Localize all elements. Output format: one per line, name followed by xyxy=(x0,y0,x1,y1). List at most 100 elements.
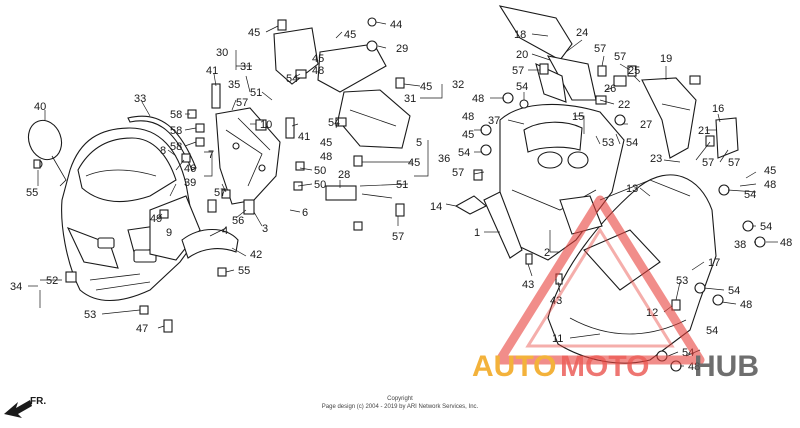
part-number: 57 xyxy=(702,157,714,169)
part-number: 41 xyxy=(298,131,310,143)
part-number: 1 xyxy=(474,227,480,239)
copyright-text: Page design (c) 2004 - 2019 by ARI Netwo… xyxy=(322,404,479,410)
part-number: 42 xyxy=(250,249,262,261)
part-number: 10 xyxy=(260,119,272,131)
part-number-labels: 40 55 33 58 58 58 8 7 46 39 49 9 34 52 5… xyxy=(10,19,792,373)
part-number: 54 xyxy=(626,137,638,149)
watermark-text-hub: HUB xyxy=(694,350,759,383)
part-number: 3 xyxy=(262,223,268,235)
part-number: 58 xyxy=(170,109,182,121)
part-number: 7 xyxy=(208,149,214,161)
part-number: 54 xyxy=(286,73,298,85)
part-number: 27 xyxy=(640,119,652,131)
cowl-stay-bracket xyxy=(215,107,281,205)
under-cowl xyxy=(547,174,717,364)
part-number: 23 xyxy=(650,153,662,165)
part-number: 48 xyxy=(740,299,752,311)
part-number: 41 xyxy=(206,65,218,77)
part-number: 58 xyxy=(170,125,182,137)
part-number: 55 xyxy=(26,187,38,199)
part-number: 13 xyxy=(626,183,638,195)
watermark-logo: AUTO MOTO HUB xyxy=(472,195,759,383)
part-number: 57 xyxy=(614,51,626,63)
part-number: 31 xyxy=(240,61,252,73)
part-number: 4 xyxy=(222,225,228,237)
part-number: 5 xyxy=(416,137,422,149)
lower-bracket-right xyxy=(641,77,739,159)
part-number: 2 xyxy=(544,247,550,259)
copyright-title: Copyright xyxy=(387,396,413,402)
part-number: 51 xyxy=(250,87,262,99)
front-direction-label: FR. xyxy=(30,396,46,407)
front-arrow-icon xyxy=(4,400,32,418)
part-number: 39 xyxy=(184,177,196,189)
part-number: 36 xyxy=(438,153,450,165)
part-number: 50 xyxy=(314,165,326,177)
part-number: 53 xyxy=(84,309,96,321)
part-number: 57 xyxy=(452,167,464,179)
part-number: 57 xyxy=(728,157,740,169)
part-number: 29 xyxy=(396,43,408,55)
part-number: 45 xyxy=(248,27,260,39)
part-number: 56 xyxy=(232,215,244,227)
part-number: 50 xyxy=(314,179,326,191)
part-number: 33 xyxy=(134,93,146,105)
part-number: 54 xyxy=(728,285,740,297)
part-number: 32 xyxy=(452,79,464,91)
part-number: 54 xyxy=(458,147,470,159)
part-number: 31 xyxy=(404,93,416,105)
part-number: 34 xyxy=(10,281,22,293)
middle-cowl xyxy=(499,103,625,261)
part-number: 48 xyxy=(472,93,484,105)
part-number: 46 xyxy=(184,163,196,175)
part-number: 57 xyxy=(594,43,606,55)
part-number: 19 xyxy=(660,53,672,65)
part-number: 57 xyxy=(236,97,248,109)
windscreen-trim-strip xyxy=(127,115,197,171)
part-number: 35 xyxy=(228,79,240,91)
part-number: 47 xyxy=(136,323,148,335)
part-number: 28 xyxy=(338,169,350,181)
part-number: 24 xyxy=(576,27,588,39)
part-number: 25 xyxy=(628,65,640,77)
part-number: 21 xyxy=(698,125,710,137)
small-hardware-right xyxy=(454,63,766,372)
part-number: 45 xyxy=(312,53,324,65)
part-number: 18 xyxy=(514,29,526,41)
front-direction-indicator: FR. xyxy=(4,396,46,418)
part-number: 45 xyxy=(320,137,332,149)
part-number: 8 xyxy=(160,145,166,157)
part-number: 54 xyxy=(328,117,340,129)
part-number: 43 xyxy=(522,279,534,291)
part-number: 26 xyxy=(604,83,616,95)
part-number: 54 xyxy=(516,81,528,93)
part-number: 48 xyxy=(462,111,474,123)
part-number: 20 xyxy=(516,49,528,61)
part-number: 48 xyxy=(312,65,324,77)
copyright-notice: Copyright Page design (c) 2004 - 2019 by… xyxy=(322,396,479,410)
part-number: 53 xyxy=(676,275,688,287)
part-number: 57 xyxy=(214,187,226,199)
side-panel-left xyxy=(483,191,523,259)
part-number: 54 xyxy=(744,189,756,201)
part-number: 53 xyxy=(602,137,614,149)
part-number: 30 xyxy=(216,47,228,59)
part-number: 16 xyxy=(712,103,724,115)
part-number: 51 xyxy=(396,179,408,191)
part-number: 52 xyxy=(46,275,58,287)
part-number: 45 xyxy=(462,129,474,141)
part-number: 37 xyxy=(488,115,500,127)
part-number: 45 xyxy=(344,29,356,41)
watermark-text-auto: AUTO xyxy=(472,350,556,383)
part-number: 48 xyxy=(780,237,792,249)
part-number: 14 xyxy=(430,201,442,213)
mirror-assembly xyxy=(27,119,67,187)
part-number: 45 xyxy=(408,157,420,169)
watermark-text-moto: MOTO xyxy=(560,350,649,383)
part-number: 40 xyxy=(34,101,46,113)
part-number: 57 xyxy=(392,231,404,243)
part-number: 45 xyxy=(420,81,432,93)
part-number: 43 xyxy=(550,295,562,307)
